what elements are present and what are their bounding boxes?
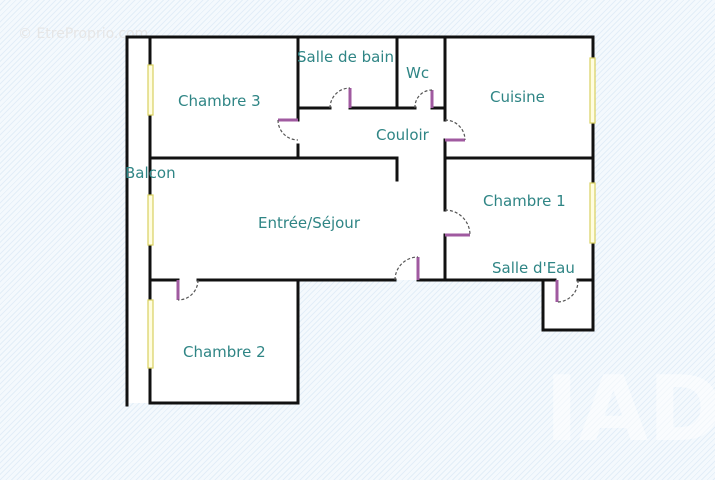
window-sejour xyxy=(147,194,154,246)
label-couloir: Couloir xyxy=(376,126,430,144)
iad-logo: IAD xyxy=(545,357,715,462)
window-cuisine xyxy=(589,57,596,124)
window-chambre1 xyxy=(589,182,596,244)
window-chambre3 xyxy=(147,64,154,116)
label-cuisine: Cuisine xyxy=(490,88,545,106)
label-balcon: Balcon xyxy=(125,164,176,182)
doors xyxy=(176,87,579,303)
window-chambre2 xyxy=(147,299,154,369)
label-salle-eau: Salle d'Eau xyxy=(492,259,575,277)
label-chambre3: Chambre 3 xyxy=(178,92,261,110)
watermark: © EtreProprio.com xyxy=(18,26,148,42)
label-wc: Wc xyxy=(406,64,429,82)
label-entree-sejour: Entrée/Séjour xyxy=(258,214,361,232)
label-chambre1: Chambre 1 xyxy=(483,192,566,210)
label-chambre2: Chambre 2 xyxy=(183,343,266,361)
windows xyxy=(147,57,596,369)
label-salle-de-bain: Salle de bain xyxy=(297,48,394,66)
